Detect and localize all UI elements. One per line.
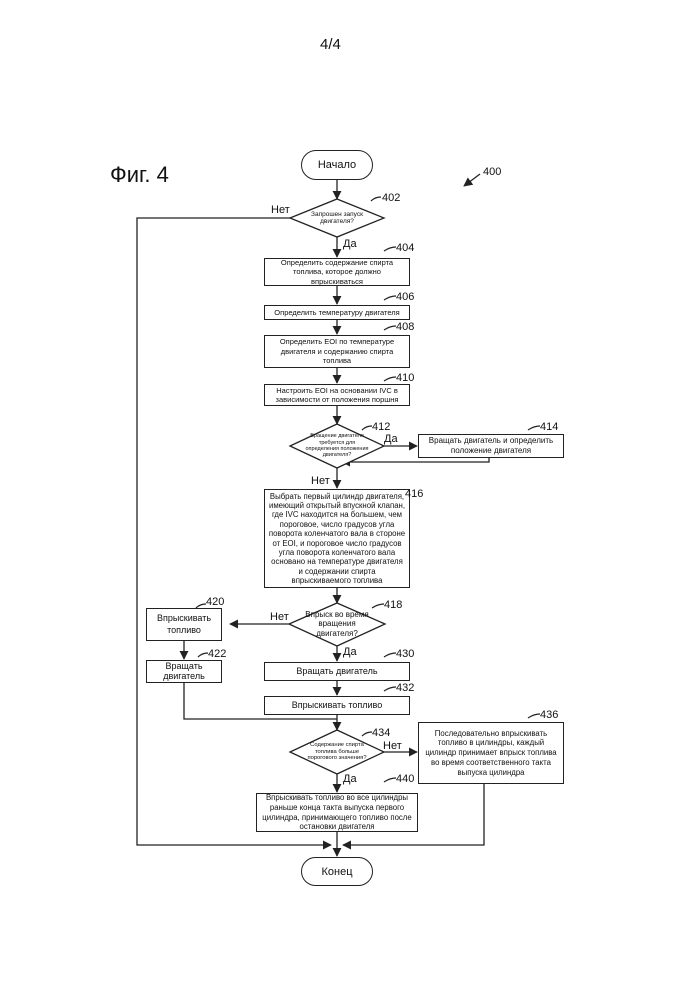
process-420: Впрыскивать топливо <box>146 608 222 641</box>
ref-404: 404 <box>396 242 414 254</box>
process-432: Впрыскивать топливо <box>264 696 410 715</box>
ref-430: 430 <box>396 648 414 660</box>
ref-402: 402 <box>382 192 400 204</box>
figure-title: Фиг. 4 <box>110 162 169 188</box>
ref-416: 416 <box>405 488 423 500</box>
process-404: Определить содержание спирта топлива, ко… <box>264 258 410 286</box>
ref-440: 440 <box>396 773 414 785</box>
process-410: Настроить EOI на основании IVC в зависим… <box>264 384 410 406</box>
process-416: Выбрать первый цилиндр двигателя, имеющи… <box>264 489 410 588</box>
label-412-no: Нет <box>311 475 330 487</box>
ref-408: 408 <box>396 321 414 333</box>
ref-436: 436 <box>540 709 558 721</box>
ref-410: 410 <box>396 372 414 384</box>
start-terminal: Начало <box>301 150 373 180</box>
end-terminal: Конец <box>301 857 373 886</box>
page-number: 4/4 <box>320 36 341 53</box>
label-402-no: Нет <box>271 204 290 216</box>
process-440: Впрыскивать топливо во все цилиндры рань… <box>256 793 418 832</box>
process-414: Вращать двигатель и определить положение… <box>418 434 564 458</box>
decision-418-text: Впрыск во время вращения двигателя? <box>298 608 376 640</box>
process-408: Определить EOI по температуре двигателя … <box>264 335 410 368</box>
decision-402-text: Запрошен запуск двигателя? <box>300 206 374 230</box>
figure-ref-400: 400 <box>483 166 501 178</box>
process-436: Последовательно впрыскивать топливо в ци… <box>418 722 564 784</box>
label-418-yes: Да <box>343 646 357 658</box>
ref-422: 422 <box>208 648 226 660</box>
ref-420: 420 <box>206 596 224 608</box>
process-430: Вращать двигатель <box>264 662 410 681</box>
process-406: Определить температуру двигателя <box>264 305 410 320</box>
label-402-yes: Да <box>343 238 357 250</box>
decision-434-text: Содержание спирта топлива больше порогов… <box>304 734 370 770</box>
label-434-yes: Да <box>343 773 357 785</box>
ref-414: 414 <box>540 421 558 433</box>
ref-432: 432 <box>396 682 414 694</box>
label-412-yes: Да <box>384 433 398 445</box>
process-422: Вращать двигатель <box>146 660 222 683</box>
label-418-no: Нет <box>270 611 289 623</box>
ref-418: 418 <box>384 599 402 611</box>
ref-412: 412 <box>372 421 390 433</box>
label-434-no: Нет <box>383 740 402 752</box>
ref-406: 406 <box>396 291 414 303</box>
decision-412-text: Вращение двигателя требуется для определ… <box>304 428 370 464</box>
ref-434: 434 <box>372 727 390 739</box>
